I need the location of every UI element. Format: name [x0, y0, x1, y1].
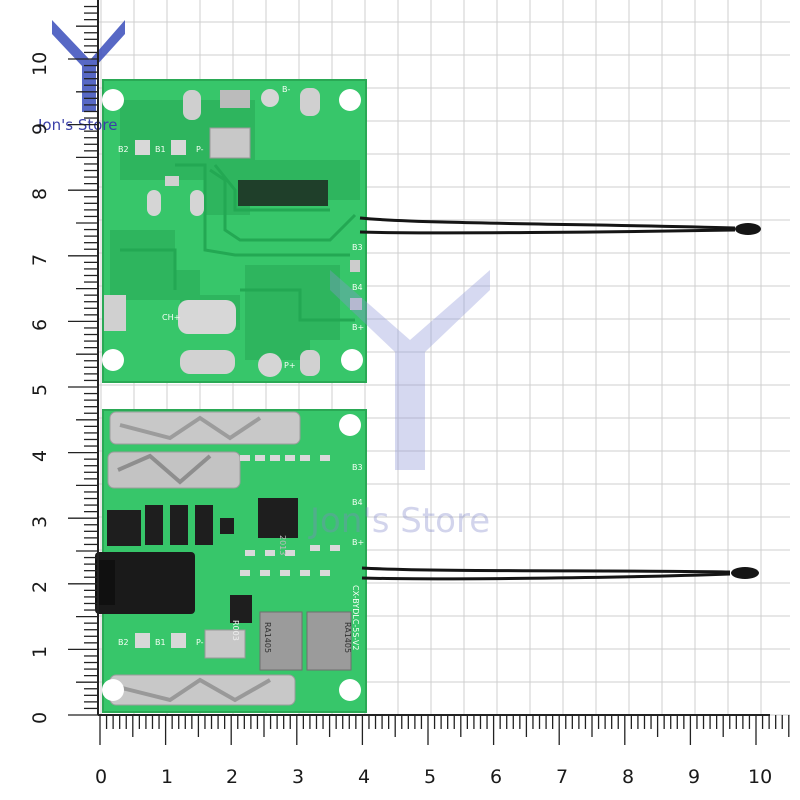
- ruler-y-label-3: 3: [29, 516, 51, 528]
- ruler-y-label-5: 5: [29, 384, 51, 396]
- ruler-y-label-2: 2: [29, 581, 51, 593]
- ruler-x-label-5: 5: [424, 766, 436, 788]
- ruler-y-label-1: 1: [29, 646, 51, 658]
- pcb-top-label-ch-plus: CH+: [162, 313, 180, 322]
- pcb-board-bottom: B2 B1 P- B3 B4 B+ CX-BYDLC-5S-V2 R003 RA…: [95, 409, 367, 713]
- ruler-x-label-0: 0: [95, 766, 107, 788]
- brand-logo-watermark: Jon's Store: [37, 20, 125, 134]
- pcb-top-label-b-plus: B+: [352, 323, 364, 332]
- ruler-x-label-7: 7: [556, 766, 568, 788]
- ruler-y-label-0: 0: [29, 712, 51, 724]
- ruler-vertical: 0 1 2 3 4 5 6 7 8 9 10: [29, 0, 99, 724]
- pcb-board-top: B2 B1 P- B3 B4 CH+ P+ B- B+: [102, 79, 367, 383]
- pcb-top-label-p-minus: P-: [196, 145, 204, 154]
- ruler-y-label-9: 9: [29, 123, 51, 135]
- ruler-y-label-8: 8: [29, 188, 51, 200]
- ruler-x-label-4: 4: [358, 766, 370, 788]
- pcb-top-label-b-minus: B-: [282, 85, 290, 94]
- center-watermark-logo: [330, 270, 490, 470]
- ruler-x-label-6: 6: [490, 766, 502, 788]
- pcb-top-label-p-plus: P+: [284, 361, 296, 370]
- ruler-y-label-4: 4: [29, 450, 51, 462]
- pcb-bottom-label-p-minus: P-: [196, 638, 204, 647]
- pcb-bottom-label-ra1405-b: RA1405: [343, 622, 352, 653]
- center-watermark-text: Jon's Store: [308, 501, 490, 541]
- ruler-y-label-7: 7: [29, 254, 51, 266]
- thermistor-wire-top: [359, 216, 761, 235]
- thermistor-wire-bottom: [361, 566, 759, 581]
- pcb-top-label-b1: B1: [155, 145, 166, 154]
- pcb-top-label-b4: B4: [352, 283, 363, 292]
- pcb-bottom-label-r003: R003: [231, 620, 240, 641]
- ruler-x-label-9: 9: [688, 766, 700, 788]
- center-watermark: Jon's Store: [308, 270, 490, 541]
- ruler-y-label-10: 10: [29, 52, 51, 76]
- ruler-y-label-6: 6: [29, 319, 51, 331]
- ruler-x-label-10: 10: [748, 766, 772, 788]
- pcb-bottom-label-b-plus: B+: [352, 538, 364, 547]
- pcb-bottom-label-b4: B4: [352, 498, 363, 507]
- ruler-x-label-1: 1: [161, 766, 173, 788]
- pcb-bottom-model-label: CX-BYDLC-5S-V2: [351, 585, 360, 650]
- pcb-top-label-b3: B3: [352, 243, 363, 252]
- ruler-x-label-3: 3: [292, 766, 304, 788]
- pcb-bottom-label-b1: B1: [155, 638, 166, 647]
- ruler-x-label-8: 8: [622, 766, 634, 788]
- ruler-horizontal: 0 1 2 3 4 5 6 7 8 9 10: [95, 714, 790, 788]
- pcb-bottom-label-ra1405-a: RA1405: [263, 622, 272, 653]
- pcb-bottom-label-b2: B2: [118, 638, 129, 647]
- pcb-top-label-b2: B2: [118, 145, 129, 154]
- pcb-bottom-label-2013: 2013: [278, 535, 287, 555]
- ruler-x-label-2: 2: [226, 766, 238, 788]
- pcb-bottom-label-b3: B3: [352, 463, 363, 472]
